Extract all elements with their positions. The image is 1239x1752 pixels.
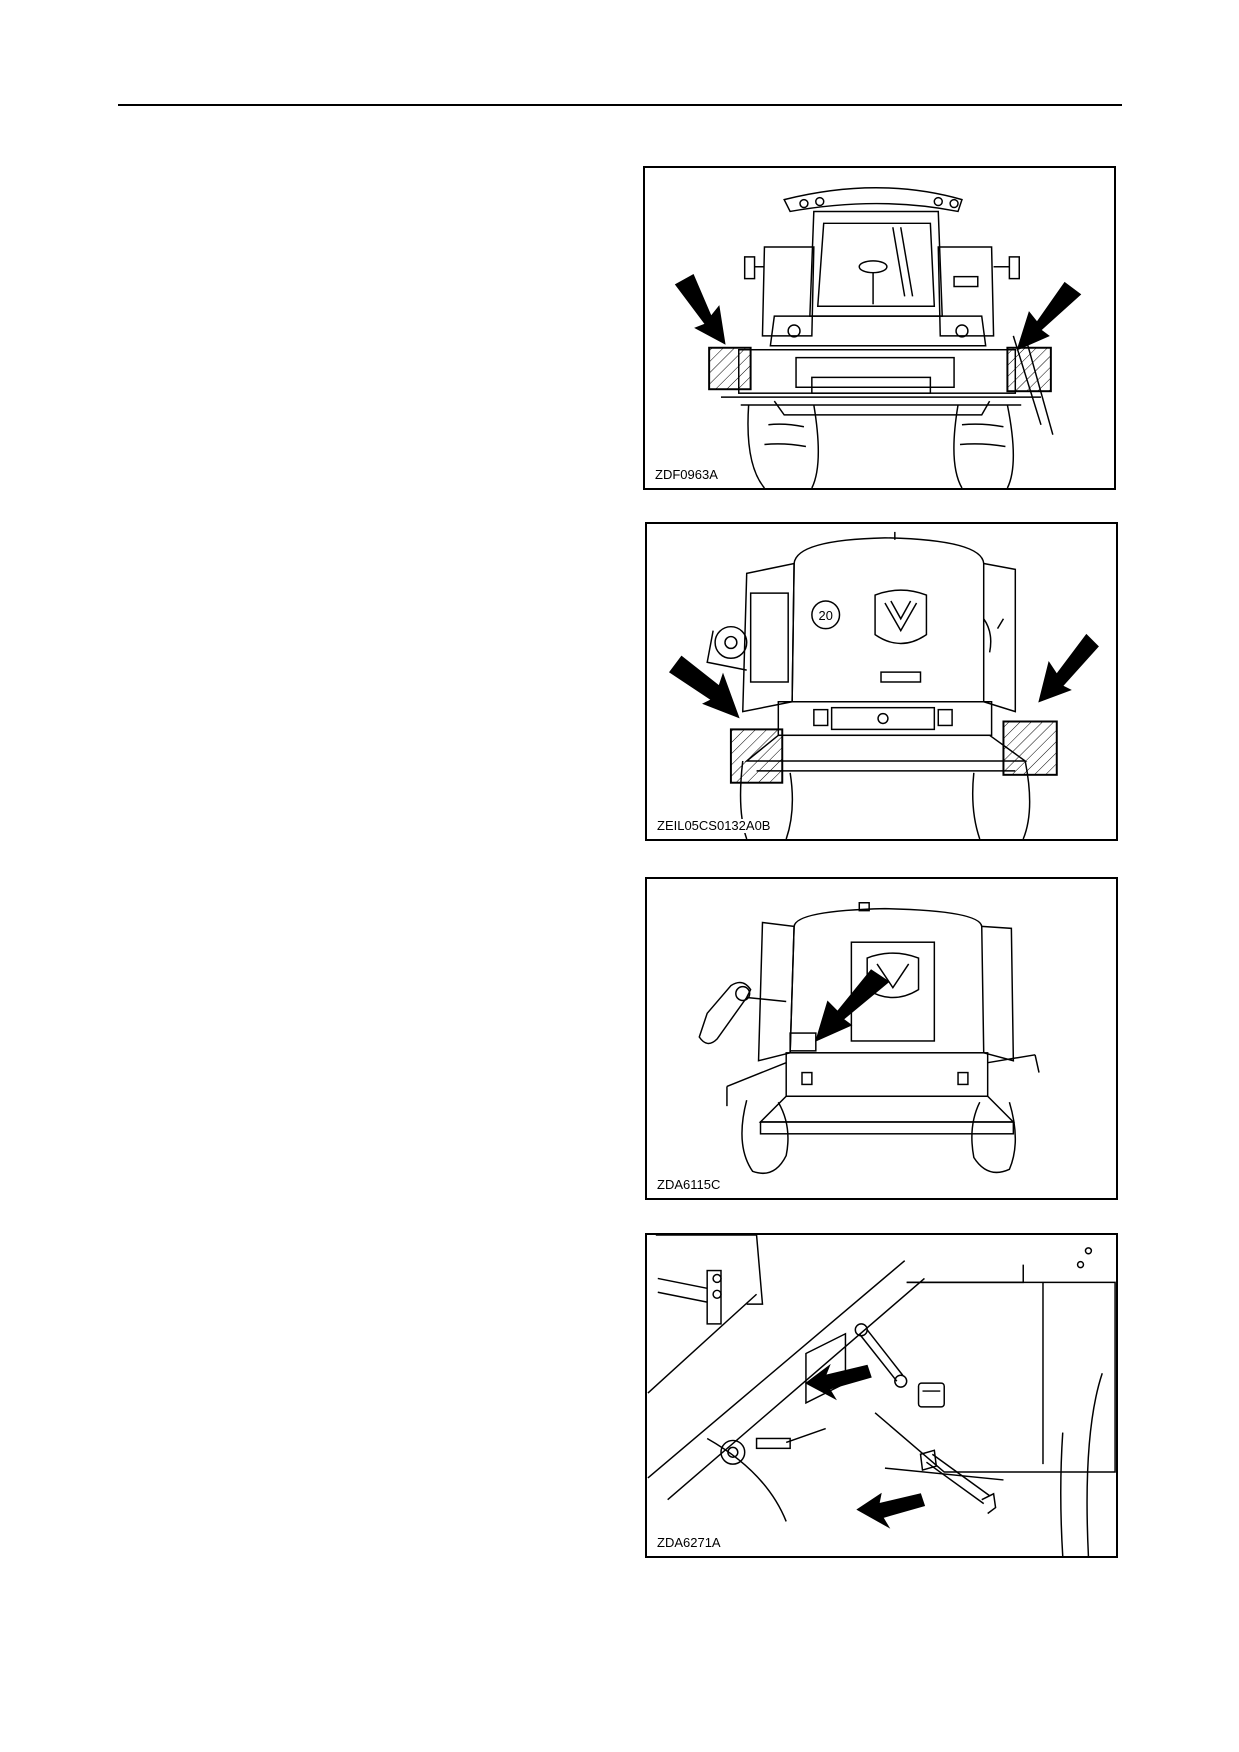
figure-rear-counterweights: ZDF0963A [643, 166, 1116, 490]
figure-code-label: ZDA6271A [655, 1535, 723, 1550]
figure-code-label: ZDF0963A [653, 467, 720, 482]
figure-rear-grain-tank: 20 ZEIL05CS0132A0B [645, 522, 1118, 841]
badge-number: 20 [819, 608, 833, 623]
header-rule [118, 104, 1122, 106]
combine-grain-tank-illustration: 20 [668, 531, 1099, 839]
figure-code-label: ZDA6115C [655, 1177, 723, 1192]
badge-circle [811, 600, 841, 630]
figure-tool-storage: ZDA6271A [645, 1233, 1118, 1558]
figure-code-label: ZEIL05CS0132A0B [655, 818, 773, 833]
combine-rear-illustration [674, 187, 1082, 488]
tool-storage-illustration [647, 1235, 1116, 1556]
figure-rear-socket: ZDA6115C [645, 877, 1118, 1200]
combine-rear-socket-illustration [698, 901, 1040, 1175]
